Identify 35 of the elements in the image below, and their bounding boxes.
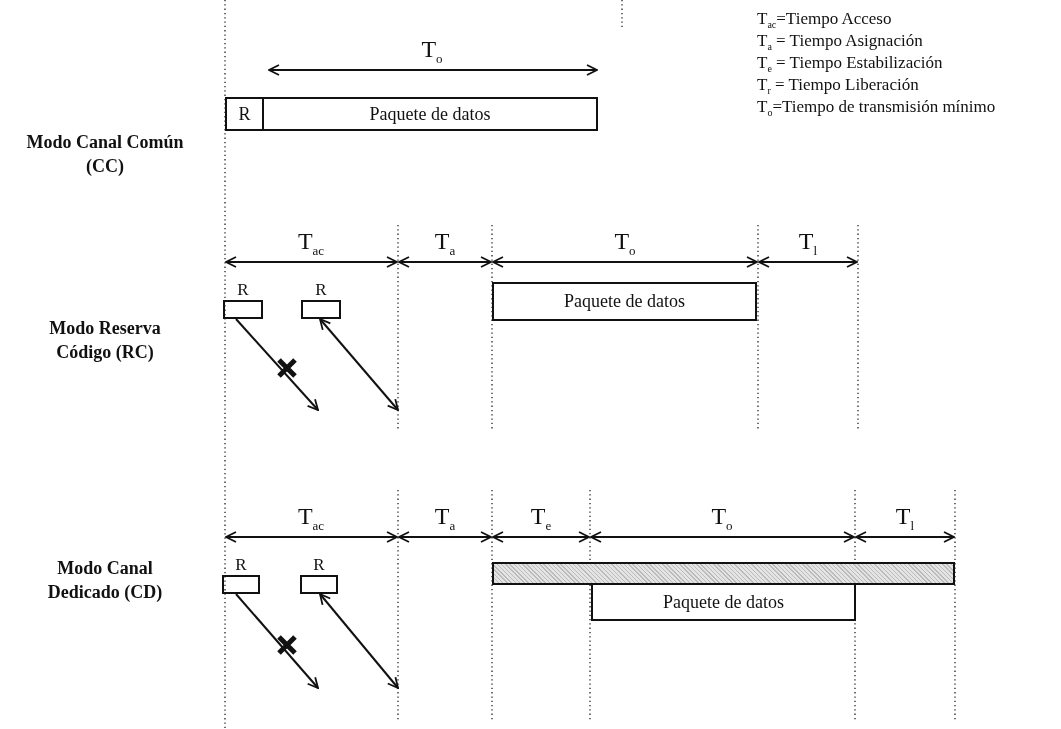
request-marker bbox=[301, 282, 341, 319]
definition-text: T$_{o}$=Tiempo de transmisión mínimo bbox=[757, 96, 996, 121]
request-label: R bbox=[314, 282, 328, 298]
packet-box: Paquete de datos bbox=[262, 97, 598, 131]
interval-label: T$_{a}$ bbox=[434, 228, 456, 260]
shaded-bar bbox=[492, 562, 955, 585]
interval-label: T$_{e}$ bbox=[530, 503, 552, 535]
signal-arrow bbox=[235, 593, 319, 689]
packet-box: Paquete de datos bbox=[492, 282, 757, 321]
request-marker bbox=[300, 557, 338, 594]
definition-text: T$_{a}$ = Tiempo Asignación bbox=[757, 30, 923, 55]
packet-box: Paquete de datos bbox=[591, 583, 856, 621]
interval-label: T$_{o}$ bbox=[614, 228, 636, 260]
interval-label: T$_{o}$ bbox=[711, 503, 733, 535]
request-marker bbox=[223, 282, 263, 319]
interval-label: T$_{o}$ bbox=[421, 36, 443, 68]
request-label: R bbox=[312, 557, 326, 573]
interval-label: T$_{ac}$ bbox=[297, 503, 325, 535]
request-label: R bbox=[234, 557, 248, 573]
mode-label: Modo Canal Dedicado (CD) bbox=[46, 557, 164, 604]
request-label: R bbox=[236, 282, 250, 298]
definition-text: T$_{e}$ = Tiempo Estabilización bbox=[757, 52, 943, 77]
interval-label: T$_{l}$ bbox=[798, 228, 818, 260]
definition-text: T$_{r}$ = Tiempo Liberación bbox=[757, 74, 919, 99]
interval-label: T$_{a}$ bbox=[434, 503, 456, 535]
packet-box: R bbox=[225, 97, 264, 131]
interval-label: T$_{ac}$ bbox=[297, 228, 325, 260]
signal-arrow bbox=[319, 593, 399, 689]
mode-label: Modo Canal Común (CC) bbox=[25, 131, 185, 178]
signal-arrow bbox=[319, 318, 399, 411]
signal-arrow bbox=[235, 318, 319, 411]
interval-label: T$_{l}$ bbox=[895, 503, 915, 535]
request-marker bbox=[222, 557, 260, 594]
mode-label: Modo Reserva Código (RC) bbox=[48, 317, 162, 364]
definition-text: T$_{ac}$=Tiempo Acceso bbox=[757, 8, 892, 33]
